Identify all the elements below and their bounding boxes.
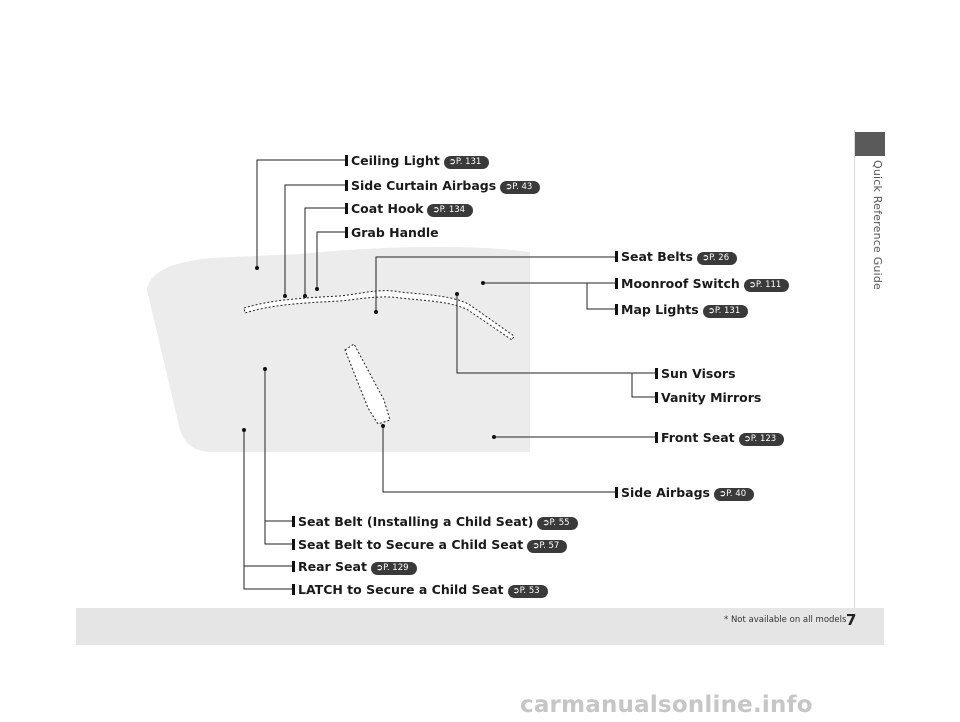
leader-map-lights: [586, 283, 615, 310]
callout-dot: [263, 367, 267, 371]
callout-bar-icon: [345, 203, 348, 214]
page-ref-link[interactable]: ➲P. 131: [443, 156, 490, 169]
callout-ceiling-light: Ceiling Light➲P. 131: [345, 153, 490, 169]
callout-rear-seat: Rear Seat➲P. 129: [292, 559, 417, 575]
callout-dot: [255, 266, 259, 270]
callout-vanity-mirrors: Vanity Mirrors: [655, 390, 761, 406]
watermark: carmanualsonline.info: [520, 692, 813, 718]
callout-side-airbags: Side Airbags➲P. 40: [615, 485, 755, 501]
callout-map-lights: Map Lights➲P. 131: [615, 302, 749, 318]
footer-band: [76, 608, 884, 645]
callout-label: Moonroof Switch: [621, 276, 740, 291]
leader-ceiling-light: [256, 159, 345, 268]
roof-rail-outline: [243, 290, 515, 341]
leader-side-airbags: [382, 426, 615, 493]
callout-dot: [242, 428, 246, 432]
callout-bar-icon: [292, 584, 295, 595]
page-ref-link[interactable]: ➲P. 129: [370, 562, 417, 575]
callout-bar-icon: [615, 278, 618, 289]
leader-sun-visors: [456, 294, 655, 374]
callout-bar-icon: [292, 516, 295, 527]
callout-moonroof-switch: Moonroof Switch➲P. 111: [615, 276, 790, 292]
callout-latch: LATCH to Secure a Child Seat➲P. 53: [292, 582, 548, 598]
callout-dot: [492, 435, 496, 439]
callout-label: Vanity Mirrors: [661, 390, 762, 405]
callout-label: Side Curtain Airbags: [351, 178, 497, 193]
side-divider: [854, 130, 855, 608]
callout-label: Seat Belt to Secure a Child Seat: [298, 537, 524, 552]
section-tab-label: Quick Reference Guide: [871, 160, 884, 290]
interior-silhouette: [147, 246, 530, 452]
callout-label: Rear Seat: [298, 559, 367, 574]
callout-side-curtain-airbags: Side Curtain Airbags➲P. 43: [345, 178, 541, 194]
callout-bar-icon: [655, 368, 658, 379]
callout-front-seat: Front Seat➲P. 123: [655, 430, 785, 446]
page-ref-link[interactable]: ➲P. 123: [738, 433, 785, 446]
callout-coat-hook: Coat Hook➲P. 134: [345, 201, 474, 217]
page-ref-link[interactable]: ➲P. 26: [696, 252, 738, 265]
callout-bar-icon: [345, 155, 348, 166]
callout-label: Seat Belt (Installing a Child Seat): [298, 514, 534, 529]
callout-label: Map Lights: [621, 302, 699, 317]
callout-label: Sun Visors: [661, 366, 736, 381]
page-ref-link[interactable]: ➲P. 55: [537, 517, 578, 530]
page-ref-link[interactable]: ➲P. 134: [427, 204, 474, 217]
callout-bar-icon: [615, 304, 618, 315]
callout-dot: [303, 294, 307, 298]
callout-sun-visors: Sun Visors: [655, 366, 736, 382]
leader-vanity-mirrors: [631, 373, 655, 398]
footnote: * Not available on all models: [724, 615, 847, 625]
callout-seat-belts: Seat Belts➲P. 26: [615, 249, 738, 265]
page-ref-link[interactable]: ➲P. 131: [702, 305, 749, 318]
callout-label: Coat Hook: [351, 201, 424, 216]
leader-seat-belts: [375, 256, 615, 312]
callout-label: Side Airbags: [621, 485, 710, 500]
page-ref-link[interactable]: ➲P. 57: [527, 540, 568, 553]
callout-dot: [481, 281, 485, 285]
callout-bar-icon: [292, 561, 295, 572]
side-airbag-outline: [344, 343, 391, 425]
callout-bar-icon: [292, 539, 295, 550]
callout-bar-icon: [345, 227, 348, 238]
page-ref-link[interactable]: ➲P. 111: [743, 279, 790, 292]
page-ref-link[interactable]: ➲P. 43: [500, 181, 541, 194]
page-ref-link[interactable]: ➲P. 53: [507, 585, 548, 598]
callout-bar-icon: [655, 392, 658, 403]
callout-grab-handle: Grab Handle: [345, 225, 439, 241]
callout-bar-icon: [615, 251, 618, 262]
callout-dot: [374, 310, 378, 314]
callout-bar-icon: [655, 432, 658, 443]
leader-coat-hook: [304, 207, 345, 296]
page-number: 7: [846, 611, 857, 629]
callout-dot: [315, 287, 319, 291]
callout-label: Grab Handle: [351, 225, 439, 240]
leader-grab-handle: [316, 231, 345, 289]
leader-side-curtain-airbags: [284, 184, 345, 296]
callout-dot: [283, 294, 287, 298]
callout-bar-icon: [345, 180, 348, 191]
callout-dot: [455, 292, 459, 296]
callout-seat-belt-secure: Seat Belt to Secure a Child Seat➲P. 57: [292, 537, 568, 553]
callout-label: Seat Belts: [621, 249, 693, 264]
section-tab[interactable]: [855, 132, 885, 156]
callout-bar-icon: [615, 487, 618, 498]
callout-label: Front Seat: [661, 430, 735, 445]
leader-latch: [243, 430, 292, 590]
callout-dot: [381, 424, 385, 428]
callout-label: Ceiling Light: [351, 153, 440, 168]
page-ref-link[interactable]: ➲P. 40: [713, 488, 755, 501]
callout-label: LATCH to Secure a Child Seat: [298, 582, 504, 597]
callout-seat-belt-installing: Seat Belt (Installing a Child Seat)➲P. 5…: [292, 514, 578, 530]
leader-seat-belt-child: [264, 369, 292, 545]
